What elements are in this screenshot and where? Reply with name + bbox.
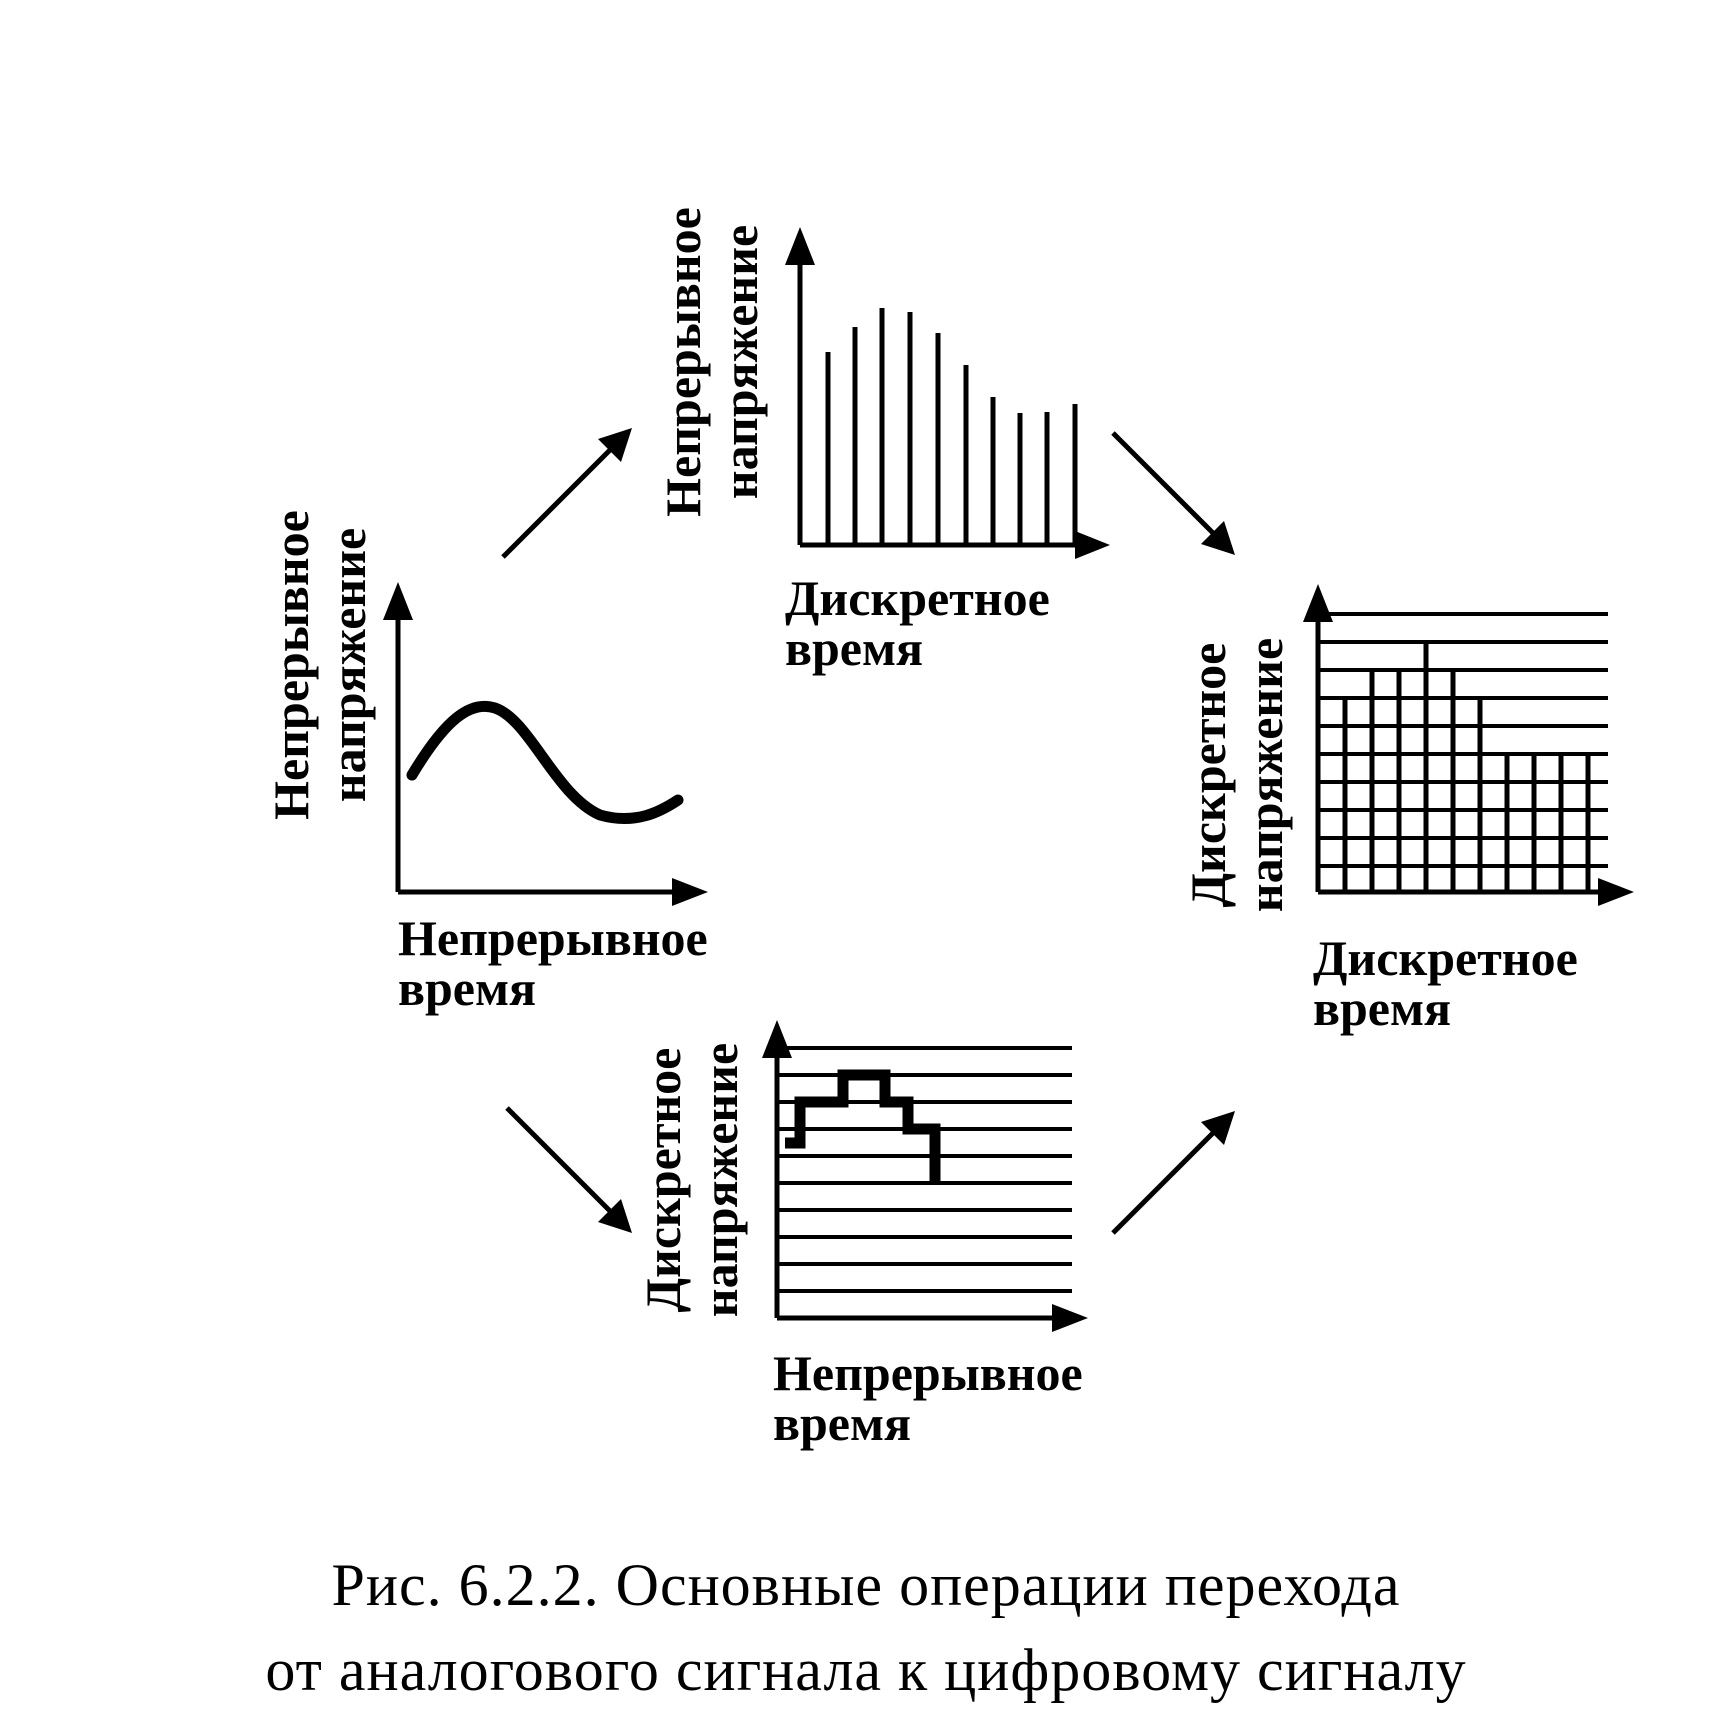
analog-x-arrowhead xyxy=(672,878,708,906)
panel-quantized: Дискретное напряжение Непрерывное время xyxy=(635,1020,1088,1451)
digital-y-label-line2: напряжение xyxy=(1237,638,1293,912)
arrow-analog-to-quantized-icon xyxy=(505,1106,632,1233)
transition-arrows xyxy=(501,428,1235,1235)
sampled-bars xyxy=(825,308,1078,545)
digital-level-lines xyxy=(1318,612,1608,868)
caption-line2: от аналогового сигнала к цифровому сигна… xyxy=(265,1637,1466,1703)
analog-x-label-line2: время xyxy=(398,960,536,1016)
caption-line1: Рис. 6.2.2. Основные операции перехода xyxy=(332,1552,1401,1618)
digital-x-arrowhead xyxy=(1598,878,1634,906)
arrow-quantized-to-digital-icon xyxy=(1111,1111,1235,1235)
analog-y-arrowhead xyxy=(383,582,413,620)
digital-y-label-line1: Дискретное xyxy=(1180,643,1236,908)
sampled-y-label-line1: Непрерывное xyxy=(655,207,711,517)
quantized-x-label-line1: Непрерывное xyxy=(773,1345,1083,1401)
sampled-x-arrowhead xyxy=(1075,531,1110,559)
sampled-y-arrowhead xyxy=(785,227,815,265)
quantized-x-label-line2: время xyxy=(773,1395,911,1451)
figure-caption: Рис. 6.2.2. Основные операции перехода о… xyxy=(265,1552,1466,1703)
panel-digital: Дискретное напряжение xyxy=(1180,584,1634,1036)
analog-x-label-line1: Непрерывное xyxy=(398,910,708,966)
digital-x-label-line2: время xyxy=(1313,980,1451,1036)
quantized-x-arrowhead xyxy=(1052,1304,1088,1332)
panel-analog: Непрерывное напряжение Непрерывное время xyxy=(263,510,708,1016)
arrow-sampled-to-digital-icon xyxy=(1111,431,1235,555)
sampled-y-label-line2: напряжение xyxy=(712,225,768,499)
digital-y-arrowhead xyxy=(1303,584,1333,622)
digital-sample-columns xyxy=(1342,642,1591,892)
quantized-y-label-line1: Дискретное xyxy=(635,1048,691,1313)
analog-y-label-line1: Непрерывное xyxy=(263,510,319,820)
arrow-analog-to-sampled-icon xyxy=(501,428,632,559)
quantized-staircase xyxy=(785,1069,941,1183)
digital-x-label-line1: Дискретное xyxy=(1313,930,1578,986)
quantized-y-label-line2: напряжение xyxy=(692,1043,748,1317)
quantized-y-arrowhead xyxy=(762,1020,792,1058)
panel-sampled: Непрерывное напряжение Дискретное время xyxy=(655,207,1110,676)
analog-signal-curve xyxy=(406,700,684,824)
sampled-x-label-line1: Дискретное xyxy=(785,570,1050,626)
quantized-level-lines xyxy=(777,1046,1072,1293)
analog-y-label-line2: напряжение xyxy=(320,528,376,802)
sampled-x-label-line2: время xyxy=(785,620,923,676)
